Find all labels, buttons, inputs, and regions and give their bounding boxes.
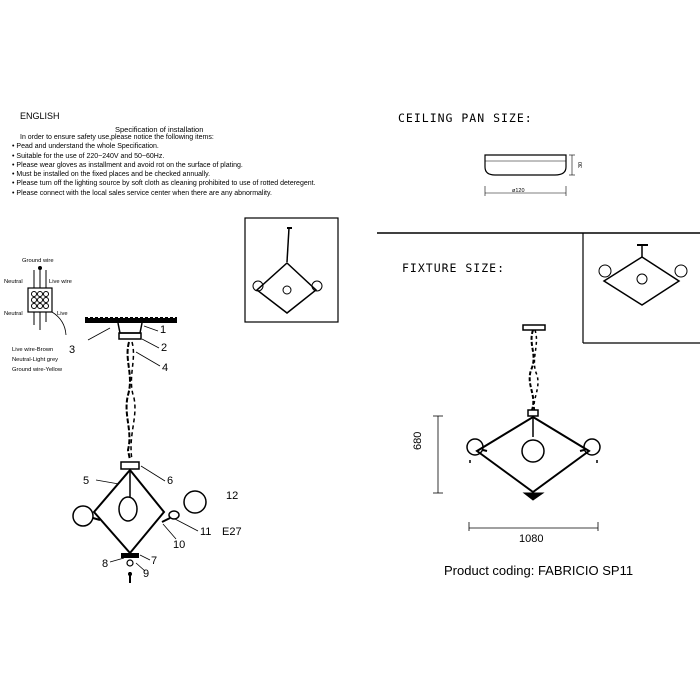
- wire-color-legend: Live wire-Brown Neutral-Light grey Groun…: [12, 345, 62, 375]
- instruction-item: • Pead and understand the whole Specific…: [12, 143, 159, 151]
- neutral-label: Neutral: [4, 279, 23, 285]
- thumbnail-fixture-left: [244, 217, 339, 323]
- part-number: 4: [162, 362, 169, 374]
- instruction-list: In order to ensure safety use,please not…: [12, 133, 316, 198]
- part-number: 1: [160, 324, 167, 336]
- part-number: 3: [69, 344, 76, 356]
- legend-item: Ground wire-Yellow: [12, 367, 63, 373]
- instruction-item: In order to ensure safety use,please not…: [20, 134, 214, 141]
- part-number: 6: [167, 475, 174, 487]
- spec-title: Specification of installation: [115, 125, 204, 134]
- instruction-item: • Must be installed on the fixed places …: [12, 171, 211, 179]
- thumbnail-fixture-right: [582, 233, 700, 344]
- ground-wire-label: Ground wire: [22, 258, 54, 264]
- language-heading: ENGLISH: [20, 111, 60, 121]
- live-label-bottom: Live: [57, 311, 68, 317]
- ceiling-pan-title: CEILING PAN SIZE:: [398, 111, 533, 125]
- instruction-item: • Please wear gloves as installment and …: [12, 161, 243, 169]
- bulb-type-label: E27: [222, 526, 242, 538]
- instruction-item: • Suitable for the use of 220~240V and 5…: [12, 152, 165, 160]
- main-fixture-drawing: [433, 324, 601, 531]
- part-number: 5: [83, 475, 90, 487]
- part-number: 12: [226, 490, 239, 502]
- part-number: 11: [200, 526, 212, 538]
- product-coding: Product coding: FABRICIO SP11: [444, 563, 634, 578]
- ceiling-pan-drawing: [484, 154, 575, 196]
- installation-drawing: [72, 317, 207, 583]
- fixture-size-title: FIXTURE SIZE:: [402, 261, 506, 275]
- neutral-label-bottom: Neutral: [4, 311, 23, 317]
- fixture-width-label: 1080: [519, 533, 544, 545]
- wiring-diagram: [27, 266, 67, 336]
- part-number: 2: [161, 342, 168, 354]
- part-number: 7: [151, 555, 158, 567]
- part-number: 10: [173, 539, 186, 551]
- legend-item: Live wire-Brown: [12, 347, 54, 353]
- legend-item: Neutral-Light grey: [12, 357, 59, 363]
- instruction-item: • Please turn off the lighting source by…: [12, 180, 316, 188]
- part-number: 9: [143, 568, 150, 580]
- pan-diameter-label: ø120: [512, 188, 525, 194]
- part-number: 8: [102, 558, 109, 570]
- live-wire-label: Live wire: [49, 279, 72, 285]
- instruction-item: • Please connect with the local sales se…: [12, 189, 272, 197]
